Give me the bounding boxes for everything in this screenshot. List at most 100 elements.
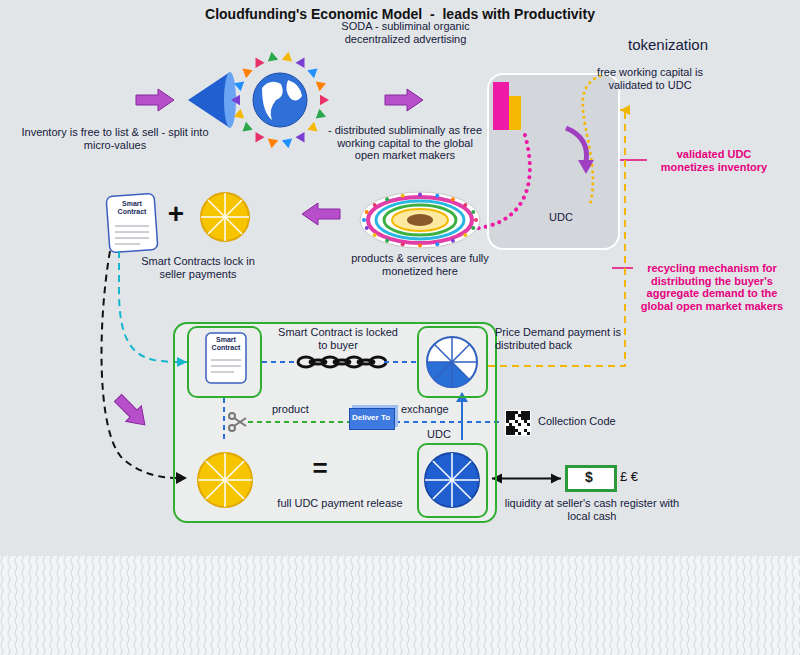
- pie-divider: [224, 193, 226, 217]
- pie-divider: [208, 200, 225, 217]
- globe: [253, 73, 307, 127]
- settlement-panel: [173, 322, 497, 523]
- pie: [427, 337, 477, 387]
- qr-cell: [509, 414, 512, 417]
- dot: [401, 242, 405, 246]
- pie-divider: [201, 216, 225, 218]
- pie-divider: [452, 344, 470, 362]
- dot: [418, 244, 422, 248]
- qr-cell: [512, 426, 515, 429]
- pie-divider: [224, 453, 226, 480]
- text-label: Cloudfunding's Economic Model - leads wi…: [100, 6, 700, 22]
- collection-qr-code: [505, 410, 531, 436]
- pie: [198, 453, 252, 507]
- text-label: UDC: [427, 428, 451, 441]
- curved-arrow: [566, 128, 594, 174]
- node-box: Smart Contract: [108, 195, 156, 251]
- qr-cell: [524, 429, 527, 432]
- contract-document: [106, 193, 158, 252]
- pie-divider: [452, 480, 471, 499]
- triangle: [234, 81, 244, 91]
- scissors: [229, 413, 246, 431]
- qr-cell: [515, 411, 518, 414]
- qr-cell: [521, 411, 524, 414]
- chain: [298, 357, 386, 367]
- triangle: [282, 52, 292, 62]
- udc-up-arrow: [456, 392, 468, 440]
- triangle: [282, 139, 292, 149]
- qr-cell: [518, 423, 521, 426]
- qr-cell: [512, 411, 515, 414]
- pie-divider: [224, 217, 226, 241]
- text-label: Inventory is free to list & sell - split…: [20, 126, 210, 151]
- pie-divider: [451, 362, 453, 387]
- triangle: [320, 95, 329, 105]
- napkin-embossed-edge: [0, 556, 800, 655]
- pie-divider: [433, 480, 452, 499]
- qr-cell: [509, 432, 512, 435]
- text-label: +: [163, 198, 189, 230]
- triangle: [296, 132, 305, 142]
- qr-cell: [524, 417, 527, 420]
- triangle: [316, 109, 326, 119]
- dot: [373, 203, 377, 207]
- qr-cell: [512, 429, 515, 432]
- qr-cell: [509, 411, 512, 414]
- text-label: Collection Code: [538, 415, 616, 428]
- text-label: tokenization: [628, 36, 708, 53]
- pie-divider: [451, 480, 453, 507]
- node-box: tokenizationUDC: [487, 73, 620, 250]
- pie-divider: [225, 200, 242, 217]
- dot: [451, 239, 455, 243]
- text-label: exchange: [401, 403, 449, 416]
- chain-link: [370, 357, 386, 367]
- triangle: [268, 139, 278, 149]
- pie: [201, 193, 249, 241]
- triangle: [268, 52, 278, 62]
- triangle: [307, 69, 317, 79]
- seller-payment-path: [101, 251, 187, 484]
- pie-divider: [425, 479, 452, 481]
- qr-cell: [527, 411, 530, 414]
- dot: [463, 203, 467, 207]
- node-box: Price Demand payment is distributed back: [417, 326, 488, 398]
- text-label: $: [565, 469, 613, 485]
- triangle: [256, 58, 265, 68]
- text-label: UDC: [543, 211, 579, 224]
- dot: [362, 218, 366, 222]
- dot: [385, 239, 389, 243]
- node-box: UDC: [417, 443, 488, 518]
- qr-cell: [506, 426, 509, 429]
- dot: [463, 233, 467, 237]
- qr-cell: [524, 414, 527, 417]
- text-label: SODA - subliminal organic decentralized …: [318, 20, 493, 45]
- qr-cell: [527, 423, 530, 426]
- qr-cell: [521, 417, 524, 420]
- triangle: [234, 109, 244, 119]
- qr-cell: [512, 414, 515, 417]
- text-label: £ €: [620, 470, 638, 485]
- qr-cell: [521, 414, 524, 417]
- text-label: liquidity at seller's cash register with…: [492, 497, 692, 522]
- arrowhead: [492, 474, 502, 484]
- connector: [492, 474, 561, 484]
- dot: [365, 226, 369, 230]
- triangle-ring: [231, 52, 329, 149]
- arrowhead: [620, 105, 630, 115]
- qr-cell: [506, 414, 509, 417]
- qr-cell: [527, 414, 530, 417]
- qr-cell: [509, 426, 512, 429]
- pie-divider: [206, 480, 225, 499]
- pie-divider: [452, 461, 471, 480]
- qr-cell: [512, 432, 515, 435]
- text-label: products & services are fully monetized …: [345, 252, 495, 277]
- pie-divider: [451, 453, 453, 480]
- dot: [401, 194, 405, 198]
- bar-chart: [493, 82, 521, 130]
- connector-line: [492, 478, 561, 480]
- text-label: Smart Contract is locked to buyer: [278, 326, 398, 351]
- dot: [471, 226, 475, 230]
- dot: [474, 218, 478, 222]
- qr-cell: [509, 417, 512, 420]
